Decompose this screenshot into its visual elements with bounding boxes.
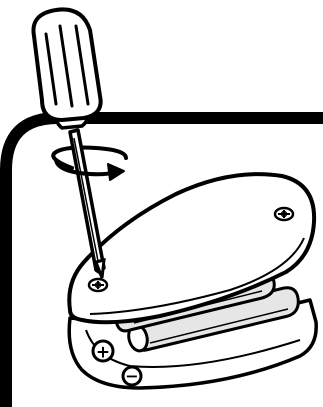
screw-icon xyxy=(87,277,109,293)
positive-label: + xyxy=(96,343,110,363)
screwdriver-icon xyxy=(31,7,106,279)
battery-cover xyxy=(67,172,317,325)
battery-icon xyxy=(127,286,300,353)
positive-terminal-symbol: + xyxy=(91,339,115,363)
negative-label: − xyxy=(125,367,138,386)
negative-terminal-symbol: − xyxy=(121,365,143,387)
rotate-clockwise-icon xyxy=(51,145,128,170)
rotation-arrow-front xyxy=(54,158,125,181)
screw-icon xyxy=(273,206,295,222)
